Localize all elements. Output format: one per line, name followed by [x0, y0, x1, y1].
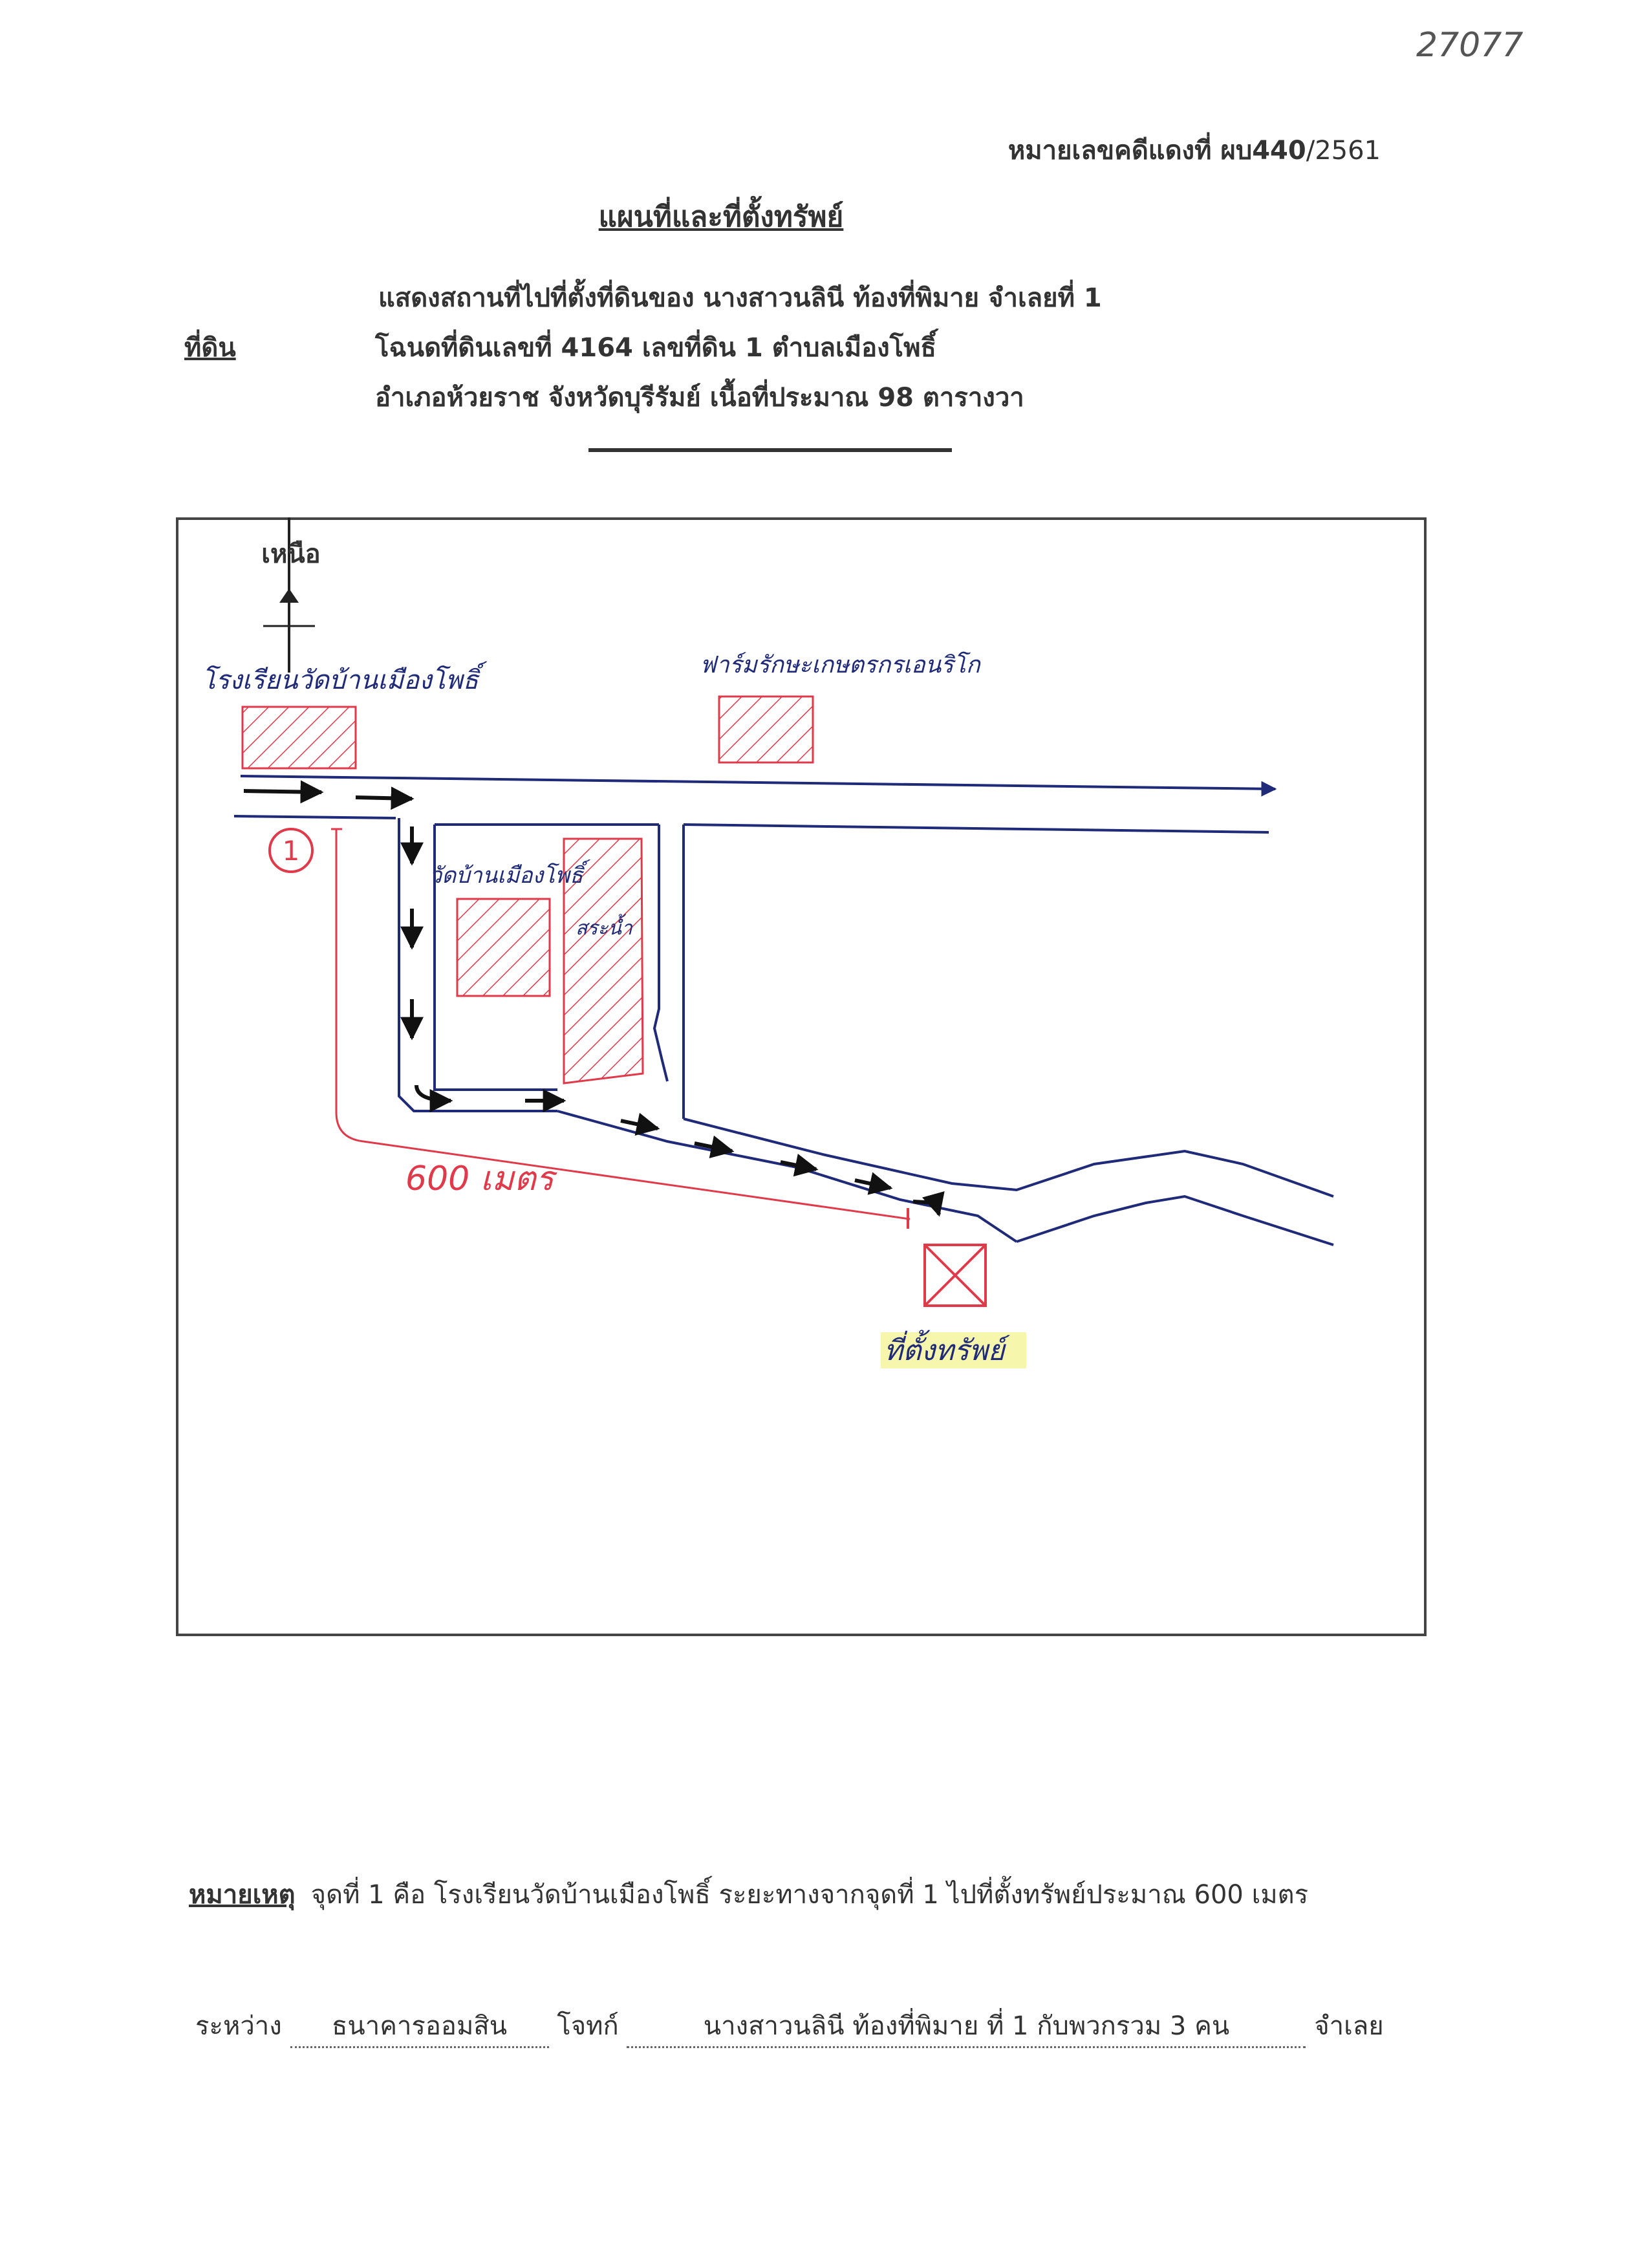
- property-label: ที่ตั้งทรัพย์: [884, 1330, 1010, 1367]
- map-frame: [176, 517, 1427, 1636]
- pond-area: [563, 837, 644, 1085]
- distance-label: 600 เมตร: [405, 1160, 558, 1198]
- temple-building: [456, 898, 551, 997]
- land-label: ที่ดิน: [184, 333, 236, 363]
- document-title: แผนที่และที่ตั้งทรัพย์: [598, 200, 844, 233]
- plaintiff-name: ธนาคารออมสิน: [290, 2005, 549, 2048]
- remark-line: หมายเหตุ จุดที่ 1 คือ โรงเรียนวัดบ้านเมือ…: [189, 1874, 1308, 1915]
- land-location-line: อำเภอห้วยราช จังหวัดบุรีรัมย์ เนื้อที่ปร…: [375, 383, 1024, 413]
- plaintiff-role: โจทก์: [557, 2011, 619, 2041]
- case-number: หมายเลขคดีแดงที่ ผบ440/2561: [1008, 129, 1381, 171]
- remark-label: หมายเหตุ: [189, 1880, 296, 1910]
- route-arrows: [243, 780, 945, 1217]
- main-road: [233, 775, 1277, 834]
- north-arrow: เหนือ: [261, 517, 321, 673]
- point-1-marker: 1: [268, 828, 314, 873]
- parties-line: ระหว่าง ธนาคารออมสิน โจทก์ นางสาวนลินี ท…: [195, 2005, 1384, 2048]
- corner-handwritten-number: 27077: [1416, 26, 1524, 65]
- north-arrow-head: [279, 589, 299, 603]
- point-1-number: 1: [283, 835, 300, 867]
- pond-label: สระน้ำ: [576, 914, 633, 940]
- land-deed-line: โฉนดที่ดินเลขที่ 4164 เลขที่ดิน 1 ตำบลเม…: [375, 333, 936, 363]
- remark-text: จุดที่ 1 คือ โรงเรียนวัดบ้านเมืองโพธิ์ ร…: [310, 1880, 1309, 1910]
- title-divider: [588, 448, 952, 452]
- farm-label: ฟาร์มรักษะเกษตรกรเอนริโก: [700, 651, 982, 678]
- case-number-year: /2561: [1306, 136, 1381, 166]
- between-label: ระหว่าง: [195, 2011, 282, 2041]
- defendant-name: นางสาวนลินี ท้องที่พิมาย ที่ 1 กับพวกรวม…: [627, 2005, 1306, 2048]
- defendant-role: จำเลย: [1314, 2011, 1384, 2041]
- side-road: [398, 818, 1334, 1246]
- location-map: เหนือ โรงเรียนวัดบ้านเมืองโพธิ์ ฟาร์มรัก…: [202, 517, 1334, 1368]
- document-subtitle: แสดงสถานที่ไปที่ตั้งที่ดินของ นางสาวนลิน…: [378, 283, 1102, 313]
- temple-label: วัดบ้านเมืองโพธิ์: [429, 859, 591, 889]
- school-building: [241, 706, 357, 770]
- school-label: โรงเรียนวัดบ้านเมืองโพธิ์: [202, 661, 488, 695]
- north-label: เหนือ: [261, 539, 320, 569]
- distance-line: 600 เมตร: [331, 828, 911, 1229]
- property-marker: ที่ตั้งทรัพย์: [881, 1244, 1026, 1368]
- case-number-label: หมายเลขคดีแดงที่ ผบ440: [1008, 136, 1306, 166]
- farm-building: [718, 695, 814, 764]
